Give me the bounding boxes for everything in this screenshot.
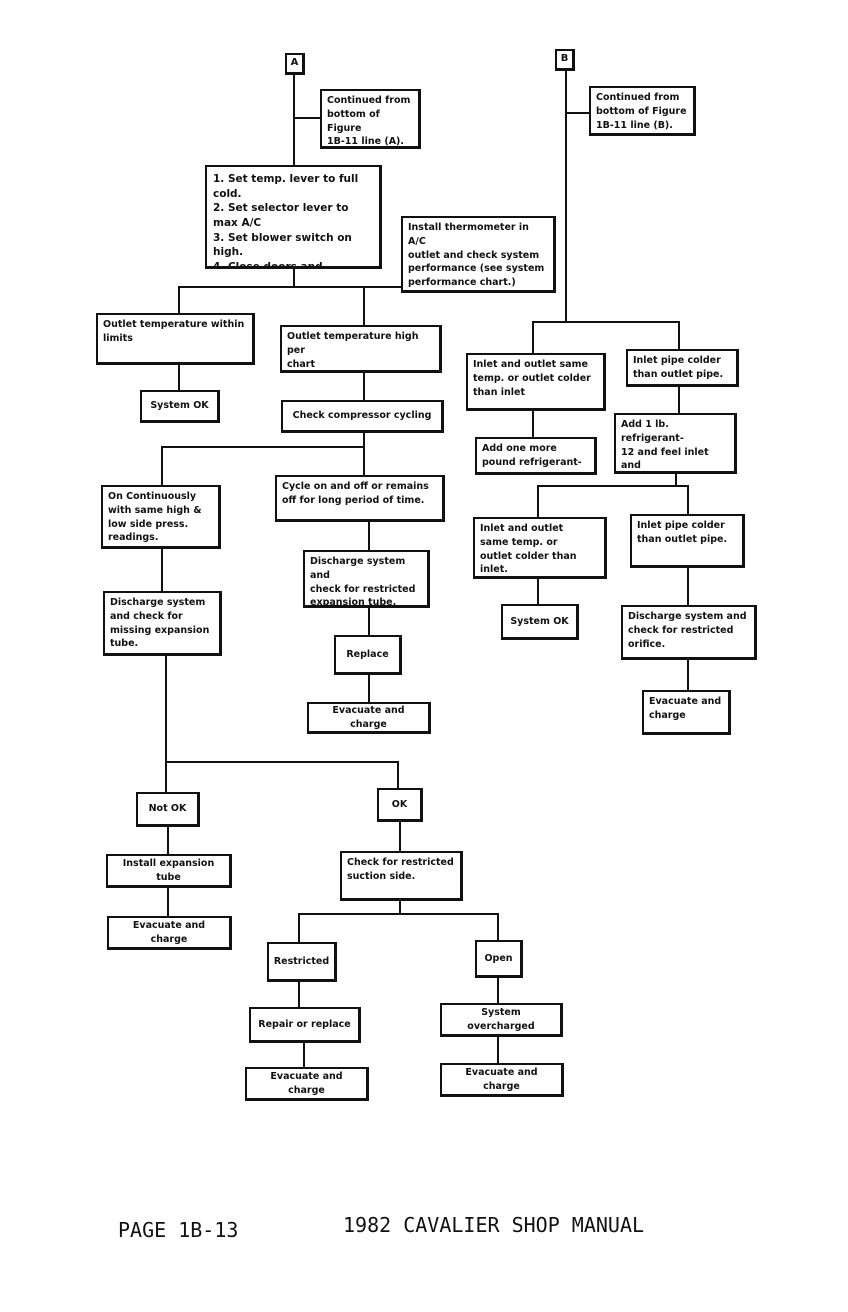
node-evacuate-charge-3: Evacuate and charge: [245, 1067, 369, 1101]
node-evacuate-charge-3-text: Evacuate and charge: [270, 1070, 343, 1096]
marker-b-label: B: [560, 53, 569, 65]
node-inlet-colder-1-text: Inlet pipe colder than outlet pipe.: [633, 355, 724, 380]
node-on-continuously: On Continuously with same high & low sid…: [101, 485, 221, 549]
manual-title: 1982 CAVALIER SHOP MANUAL: [343, 1213, 645, 1237]
node-open: Open: [475, 940, 523, 978]
node-ok-text: OK: [391, 798, 408, 810]
node-ok: OK: [377, 788, 423, 822]
node-evacuate-charge-4-text: Evacuate and charge: [465, 1066, 538, 1092]
node-system-ok-2-text: System OK: [510, 615, 569, 627]
node-setup-steps-text: 1. Set temp. lever to full cold. 2. Set …: [213, 173, 359, 269]
node-outlet-within-limits-text: Outlet temperature within limits: [103, 319, 245, 344]
node-system-ok-1-text: System OK: [150, 400, 209, 412]
node-inlet-outlet-same-2-text: Inlet and outlet same temp. or outlet co…: [480, 523, 577, 576]
node-not-ok-text: Not OK: [148, 803, 187, 815]
node-add-one-pound-text: Add one more pound refrigerant-12: [482, 443, 582, 472]
node-continued-b: Continued from bottom of Figure 1B-11 li…: [589, 86, 696, 136]
node-cycle-on-off: Cycle on and off or remains off for long…: [275, 475, 445, 522]
node-not-ok: Not OK: [136, 792, 200, 827]
node-inlet-colder-2-text: Inlet pipe colder than outlet pipe.: [637, 520, 728, 545]
node-system-ok-1: System OK: [140, 390, 220, 423]
node-evacuate-charge-4: Evacuate and charge: [440, 1063, 564, 1097]
node-discharge-orifice-text: Discharge system and check for restricte…: [628, 611, 747, 650]
node-evacuate-charge-2: Evacuate and charge: [107, 916, 232, 950]
node-discharge-missing-tube: Discharge system and check for missing e…: [103, 591, 222, 656]
node-replace: Replace: [334, 635, 402, 675]
node-restricted: Restricted: [267, 942, 337, 982]
node-system-overcharged: System overcharged: [440, 1003, 563, 1037]
node-discharge-orifice: Discharge system and check for restricte…: [621, 605, 757, 660]
node-evacuate-charge-1: Evacuate and charge: [307, 702, 431, 734]
node-system-ok-2: System OK: [501, 604, 579, 640]
node-replace-text: Replace: [346, 648, 389, 660]
marker-a: A: [285, 53, 305, 75]
node-continued-a: Continued from bottom of Figure 1B-11 li…: [320, 89, 421, 149]
node-check-restricted-suction-text: Check for restricted suction side.: [347, 857, 454, 882]
node-cycle-on-off-text: Cycle on and off or remains off for long…: [282, 481, 429, 506]
node-open-text: Open: [484, 952, 513, 964]
node-system-overcharged-text: System overcharged: [467, 1006, 535, 1032]
node-discharge-restricted-tube-text: Discharge system and check for restricte…: [310, 556, 416, 608]
node-inlet-colder-1: Inlet pipe colder than outlet pipe.: [626, 349, 739, 387]
node-restricted-text: Restricted: [273, 955, 330, 967]
node-inlet-outlet-same-1-text: Inlet and outlet same temp. or outlet co…: [473, 359, 591, 398]
node-repair-or-replace: Repair or replace: [249, 1007, 361, 1043]
node-install-thermometer-text: Install thermometer in A/C outlet and ch…: [408, 222, 545, 289]
node-add-1lb-refrigerant-text: Add 1 lb. refrigerant- 12 and feel inlet…: [621, 419, 709, 472]
node-install-expansion-tube: Install expansion tube: [106, 854, 232, 888]
node-inlet-colder-2: Inlet pipe colder than outlet pipe.: [630, 514, 745, 568]
node-continued-b-text: Continued from bottom of Figure 1B-11 li…: [596, 92, 687, 131]
node-discharge-restricted-tube: Discharge system and check for restricte…: [303, 550, 430, 608]
node-install-thermometer: Install thermometer in A/C outlet and ch…: [401, 216, 556, 293]
node-evacuate-charge-2-text: Evacuate and charge: [132, 919, 206, 945]
node-evacuate-charge-5: Evacuate and charge: [642, 690, 731, 735]
node-outlet-within-limits: Outlet temperature within limits: [96, 313, 255, 365]
marker-a-label: A: [290, 57, 299, 69]
node-on-continuously-text: On Continuously with same high & low sid…: [108, 491, 202, 544]
node-install-expansion-tube-text: Install expansion tube: [122, 857, 215, 883]
node-inlet-outlet-same-1: Inlet and outlet same temp. or outlet co…: [466, 353, 606, 411]
page-number: PAGE 1B-13: [118, 1218, 239, 1242]
node-evacuate-charge-1-text: Evacuate and charge: [332, 704, 405, 730]
node-add-one-pound: Add one more pound refrigerant-12: [475, 437, 597, 475]
node-check-compressor-cycling: Check compressor cycling: [281, 400, 444, 433]
node-outlet-high-text: Outlet temperature high per chart: [287, 331, 419, 370]
node-check-compressor-cycling-text: Check compressor cycling: [292, 410, 432, 422]
node-add-1lb-refrigerant: Add 1 lb. refrigerant- 12 and feel inlet…: [614, 413, 737, 474]
node-outlet-high: Outlet temperature high per chart: [280, 325, 442, 373]
node-discharge-missing-tube-text: Discharge system and check for missing e…: [110, 597, 210, 650]
node-inlet-outlet-same-2: Inlet and outlet same temp. or outlet co…: [473, 517, 607, 579]
node-repair-or-replace-text: Repair or replace: [258, 1018, 351, 1030]
node-check-restricted-suction: Check for restricted suction side.: [340, 851, 463, 901]
node-evacuate-charge-5-text: Evacuate and charge: [649, 696, 722, 721]
node-continued-a-text: Continued from bottom of Figure 1B-11 li…: [327, 95, 411, 148]
node-setup-steps: 1. Set temp. lever to full cold. 2. Set …: [205, 165, 382, 269]
marker-b: B: [555, 49, 575, 71]
